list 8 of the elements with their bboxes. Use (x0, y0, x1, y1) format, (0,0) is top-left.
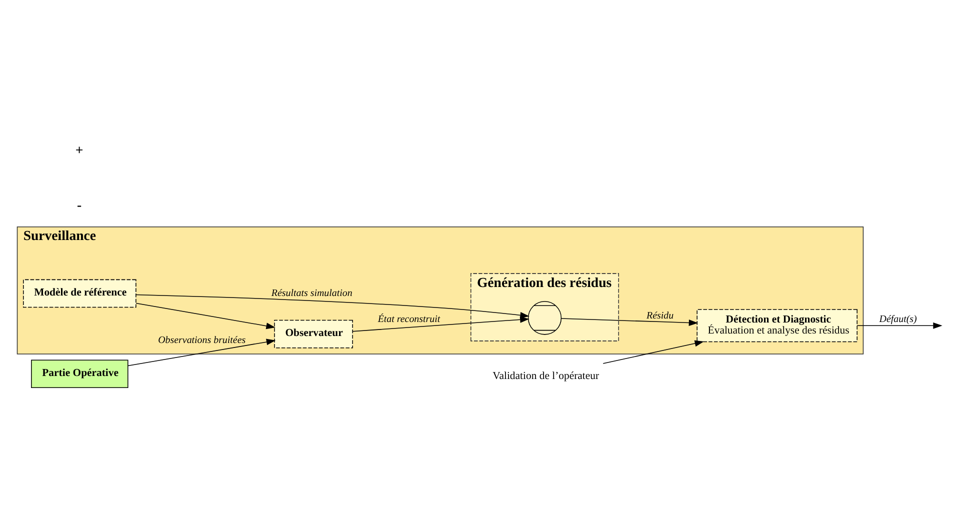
edge-label: Défaut(s) (879, 314, 917, 325)
edge-label: Résultats simulation (271, 288, 352, 299)
node-text: Validation de l’opérateur (492, 369, 600, 382)
label: - (76, 197, 82, 212)
label: + (75, 142, 84, 157)
edge-label: Résidu (646, 310, 674, 321)
edge-label: Observations bruitées (158, 334, 246, 346)
edge-label: État reconstruit (378, 314, 440, 325)
